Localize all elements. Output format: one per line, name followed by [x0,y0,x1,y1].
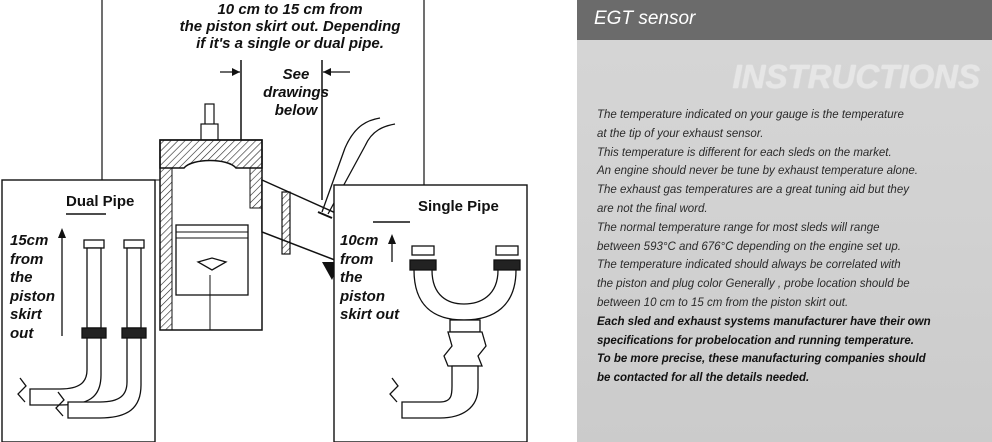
instruction-line: Each sled and exhaust systems manufactur… [597,315,931,328]
instruction-line: An engine should never be tune by exhaus… [597,165,918,178]
instructions-body: The temperature indicated on your gauge … [597,106,992,388]
instructions-panel: EGT sensor INSTRUCTIONS The temperature … [577,0,992,442]
instruction-line: The normal temperature range for most sl… [597,221,880,234]
instruction-line: The temperature indicated should always … [597,259,901,272]
engine-diagram [1,0,528,442]
instruction-line: To be more precise, these manufacturing … [597,353,926,366]
instruction-line: The temperature indicated on your gauge … [597,109,904,121]
diagram-panel: 10 cm to 15 cm from the piston skirt out… [1,0,528,442]
instruction-line: This temperature is different for each s… [597,146,892,159]
see-drawings-note: See drawings below [263,66,329,119]
panel-header: EGT sensor [577,0,992,40]
instruction-line: between 593°C and 676°C depending on the… [597,240,901,253]
dual-pipe-title: Dual Pipe [66,193,135,210]
instruction-line: specifications for probelocation and run… [597,334,914,347]
instruction-line: the piston and plug color Generally , pr… [597,278,910,291]
header-title: EGT sensor [594,8,696,29]
dual-pipe-note: 15cm from the piston skirt out [10,232,55,342]
top-note: 10 cm to 15 cm from the piston skirt out… [179,1,401,52]
instruction-line: are not the final word. [597,202,708,215]
instructions-title: INSTRUCTIONS [732,58,981,95]
instruction-line: The exhaust gas temperatures are a great… [597,184,909,197]
instruction-line: at the tip of your exhaust sensor. [597,127,764,140]
single-pipe-title: Single Pipe [418,198,499,215]
single-pipe-note: 10cm from the piston skirt out [340,232,400,323]
instruction-line: be contacted for all the details needed. [597,372,810,385]
instruction-line: between 10 cm to 15 cm from the piston s… [597,296,849,309]
